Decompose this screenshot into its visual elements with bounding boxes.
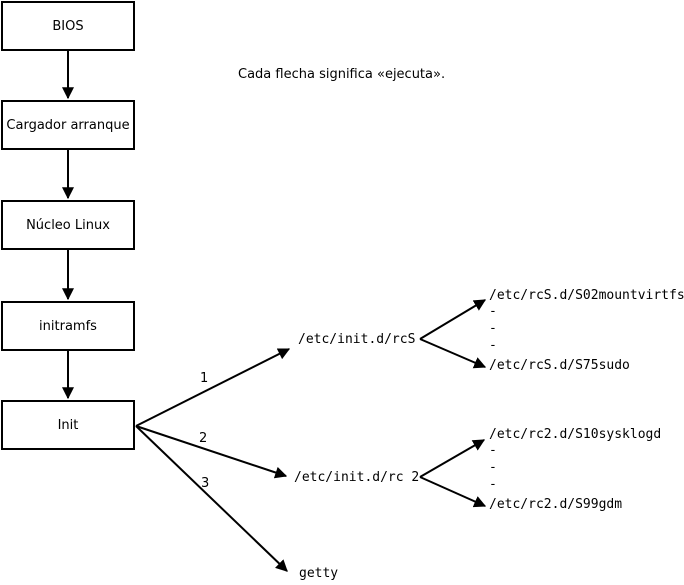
script-rc2-last: /etc/rc2.d/S99gdm — [489, 497, 623, 512]
branch-order-3: 3 — [201, 476, 210, 491]
box-init: Init — [1, 400, 135, 450]
arrow-rc2-to-s99gdm — [419, 476, 487, 508]
ellipsis-dash: - — [489, 338, 497, 353]
arrow-init-to-getty — [135, 425, 288, 572]
box-bios: BIOS — [1, 1, 135, 51]
ellipsis-dash: - — [489, 321, 497, 336]
branch-target-rcs: /etc/init.d/rcS — [298, 332, 416, 347]
ellipsis-dash: - — [489, 477, 497, 492]
legend-note: Cada flecha significa «ejecuta». — [238, 67, 446, 82]
branch-order-1: 1 — [200, 371, 209, 386]
arrow-init-to-rcs — [135, 348, 291, 427]
ellipsis-dash: - — [489, 443, 497, 458]
script-rcs-first: /etc/rcS.d/S02mountvirtfs — [489, 288, 684, 303]
script-rcs-last: /etc/rcS.d/S75sudo — [489, 358, 630, 373]
branch-target-rc2: /etc/init.d/rc 2 — [294, 470, 420, 485]
branch-target-getty: getty — [299, 566, 339, 581]
arrow-init-to-rc2 — [135, 425, 288, 479]
ellipsis-dash: - — [489, 304, 497, 319]
script-rc2-first: /etc/rc2.d/S10sysklogd — [489, 427, 662, 442]
arrow-rcs-to-s75sudo — [419, 338, 487, 369]
arrow-rcs-to-s02mountvirtfs — [419, 299, 487, 340]
ellipsis-dash: - — [489, 460, 497, 475]
box-kernel: Núcleo Linux — [1, 200, 135, 250]
arrow-rc2-to-s10sysklogd — [419, 439, 486, 478]
branch-order-2: 2 — [199, 431, 208, 446]
box-bootloader: Cargador arranque — [1, 100, 135, 150]
box-initramfs: initramfs — [1, 301, 135, 351]
